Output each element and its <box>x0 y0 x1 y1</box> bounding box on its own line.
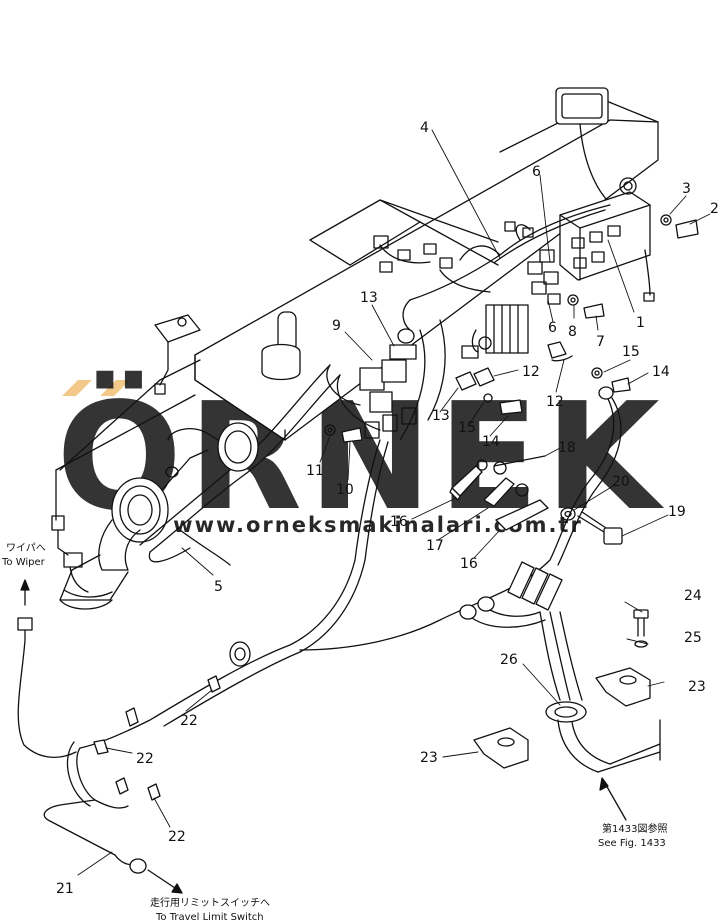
callout-19: 19 <box>668 504 686 520</box>
watermark-accent-right <box>100 380 130 396</box>
caption-seefig-jp: 第1433図参照 <box>602 822 667 835</box>
callout-12a: 12 <box>522 364 540 380</box>
callout-15a: 15 <box>622 344 640 360</box>
leader-lines <box>77 129 711 876</box>
callout-15b: 15 <box>458 420 476 436</box>
relay-cluster-left <box>359 299 446 441</box>
main-harness-5 <box>139 364 381 566</box>
callout-8: 8 <box>568 324 577 340</box>
fasteners-mid <box>324 214 699 443</box>
air-duct <box>59 477 169 610</box>
callout-17: 17 <box>426 538 444 554</box>
callout-25: 25 <box>684 630 702 646</box>
callout-22a: 22 <box>180 713 198 729</box>
travel-harness-21 <box>43 439 389 894</box>
callout-9: 9 <box>332 318 341 334</box>
relay-block-center <box>461 249 561 359</box>
clips-right <box>455 341 573 391</box>
callout-1: 1 <box>636 315 645 331</box>
bolt-19-washer-20 <box>560 507 623 545</box>
callout-10: 10 <box>336 482 354 498</box>
callout-11: 11 <box>306 463 324 479</box>
callout-4: 4 <box>420 120 429 136</box>
harness-grommet <box>229 641 251 667</box>
line-art <box>17 87 711 894</box>
caption-wiper-en: To Wiper <box>1 557 46 568</box>
connectors-16-17-18 <box>449 455 549 531</box>
callout-16a: 16 <box>390 514 408 530</box>
watermark: ÖRNEK www.orneksmakinalari.com.tr <box>56 370 659 543</box>
callout-numbers: 1 2 3 4 5 6 6 7 8 9 10 11 12 12 13 13 14… <box>56 120 719 897</box>
watermark-accent-left <box>62 380 92 396</box>
callout-20: 20 <box>612 474 630 490</box>
callout-3: 3 <box>682 181 691 197</box>
wiper-connector <box>51 515 89 593</box>
callout-5: 5 <box>214 579 223 595</box>
callout-6b: 6 <box>548 320 557 336</box>
callout-22b: 22 <box>136 751 154 767</box>
top-switch-box <box>555 87 613 206</box>
callout-12b: 12 <box>546 394 564 410</box>
callout-2: 2 <box>710 201 719 217</box>
callout-7: 7 <box>596 334 605 350</box>
joystick <box>261 311 301 381</box>
callout-23a: 23 <box>688 679 706 695</box>
callout-18: 18 <box>558 440 576 456</box>
callout-13a: 13 <box>360 290 378 306</box>
callout-24: 24 <box>684 588 702 604</box>
round-connector <box>161 422 259 491</box>
clamps-22 <box>93 675 221 801</box>
callout-26: 26 <box>500 652 518 668</box>
callout-13b: 13 <box>432 408 450 424</box>
captions: ワイパへ To Wiper 走行用リミットスイッチへ To Travel Lim… <box>1 542 667 923</box>
caption-seefig-en: See Fig. 1433 <box>598 838 666 849</box>
console-body <box>55 99 659 521</box>
see-fig-arrow <box>599 777 627 821</box>
bolt-24-plate-23 <box>473 609 651 769</box>
lower-bundle-26 <box>459 561 661 773</box>
callout-16b: 16 <box>460 556 478 572</box>
callout-14a: 14 <box>652 364 670 380</box>
callout-21: 21 <box>56 881 74 897</box>
caption-travel-en: To Travel Limit Switch <box>155 912 264 923</box>
caption-travel-jp: 走行用リミットスイッチへ <box>150 896 270 909</box>
wiper-wire <box>17 579 77 758</box>
callout-22c: 22 <box>168 829 186 845</box>
callout-6a: 6 <box>532 164 541 180</box>
callout-23b: 23 <box>420 750 438 766</box>
caption-wiper-jp: ワイパへ <box>6 542 46 554</box>
callout-14b: 14 <box>482 434 500 450</box>
left-bracket <box>154 314 201 395</box>
